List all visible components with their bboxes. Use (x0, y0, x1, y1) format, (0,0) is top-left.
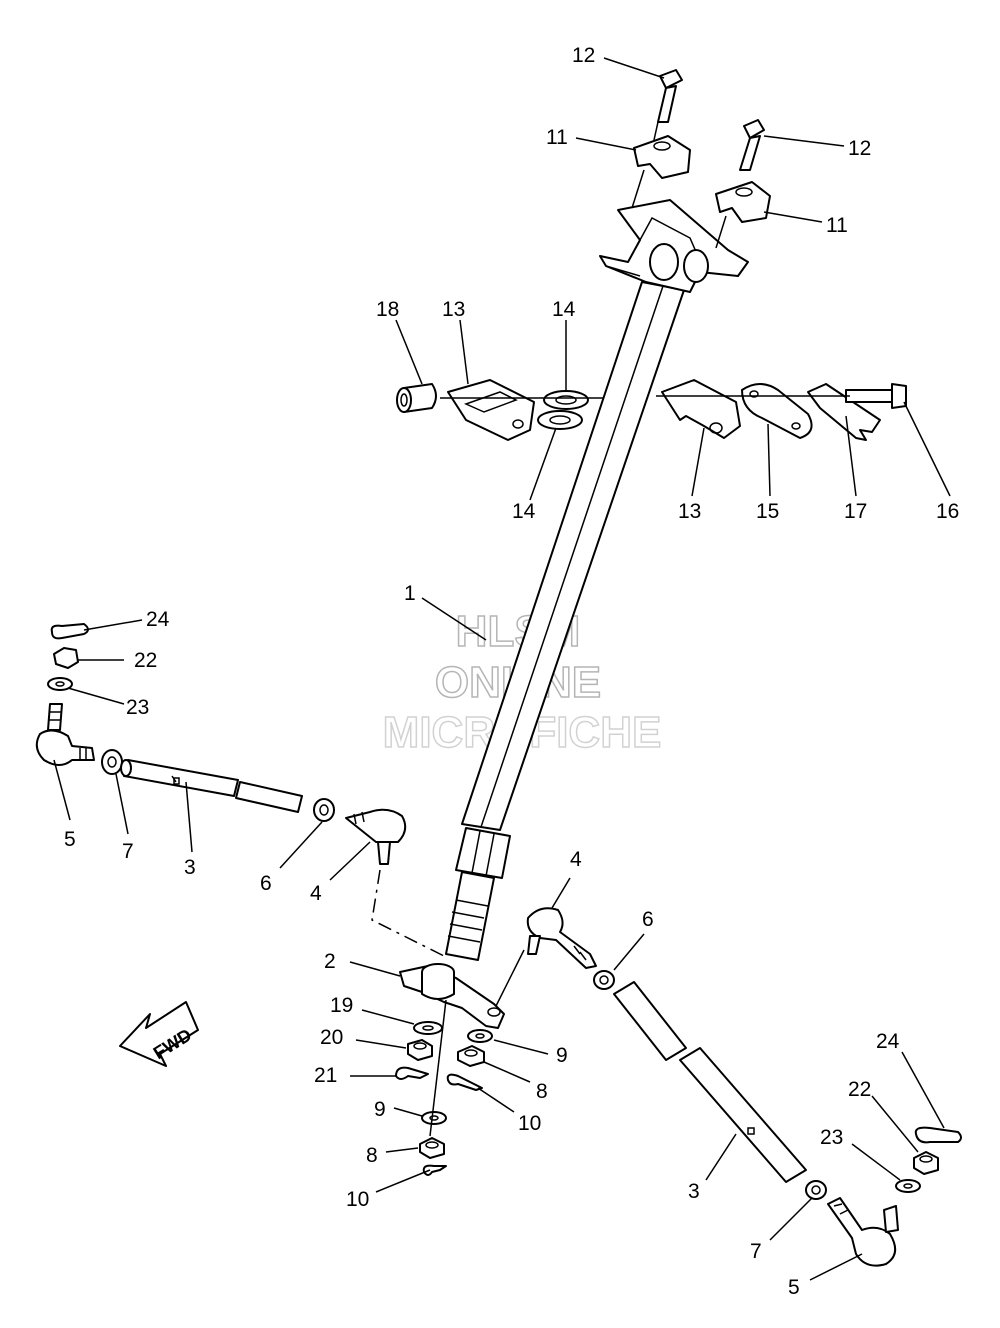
callout-17: 17 (844, 500, 867, 523)
callout-2: 2 (324, 950, 336, 973)
assembly-line-left (371, 869, 449, 959)
cotter-pin-upper-part-10 (446, 1073, 483, 1091)
callout-13: 13 (678, 500, 701, 523)
nut-part-20 (407, 1039, 433, 1061)
axis-line-bolt-left (653, 121, 659, 141)
callout-14: 14 (512, 500, 536, 523)
callout-10: 10 (518, 1112, 541, 1135)
callout-9: 9 (556, 1044, 568, 1067)
callout-7: 7 (750, 1240, 762, 1263)
assembly-line-right (495, 949, 525, 1007)
bolt-right-part-12 (739, 119, 765, 171)
callout-9: 9 (374, 1098, 386, 1121)
tie-rod-end-right-part-5 (827, 1197, 899, 1267)
washer-upper-part-9 (467, 1029, 493, 1043)
callout-numbers: 12 11 12 11 18 13 14 14 13 15 17 16 1 24… (64, 44, 959, 1299)
bolt-part-16 (845, 383, 907, 409)
callout-5: 5 (788, 1276, 800, 1299)
nut-upper-part-8 (457, 1045, 485, 1067)
upper-holder-left-part-11 (633, 135, 691, 179)
callout-6: 6 (260, 872, 272, 895)
callout-3: 3 (688, 1180, 700, 1203)
callout-13: 13 (442, 298, 465, 321)
callout-3: 3 (184, 856, 196, 879)
steering-column-part-1 (445, 199, 749, 961)
callout-8: 8 (536, 1080, 548, 1103)
callout-24: 24 (146, 608, 170, 631)
nut-lower-part-8 (419, 1137, 445, 1159)
washer-left-part-23 (47, 677, 73, 691)
upper-holder-right-part-11 (715, 181, 771, 223)
nut-right-part-22 (913, 1151, 939, 1175)
callout-12: 12 (848, 137, 871, 160)
callout-1: 1 (404, 582, 416, 605)
callout-6: 6 (642, 908, 654, 931)
callout-8: 8 (366, 1144, 378, 1167)
callout-14: 14 (552, 298, 576, 321)
holder-left-part-13 (447, 379, 535, 441)
callout-21: 21 (314, 1064, 337, 1087)
callout-4: 4 (310, 882, 322, 905)
washer-lower-part-9 (421, 1111, 447, 1125)
leader-lines (53, 57, 951, 1281)
callout-12: 12 (572, 44, 595, 67)
tie-rod-right-part-3 (613, 981, 807, 1183)
washer-upper-part-14 (543, 390, 589, 410)
fwd-arrow-icon: FWD (119, 1001, 199, 1067)
tie-rod-end-inner-right-part-4 (526, 907, 597, 969)
locknut-right-part-7 (805, 1180, 827, 1200)
tie-rod-end-inner-left-part-4 (345, 808, 407, 865)
washer-lower-part-14 (537, 410, 583, 430)
cotter-pin-lower-part-10 (422, 1164, 447, 1176)
holder-right-part-13 (661, 379, 741, 439)
cotter-pin-right-part-24 (914, 1126, 962, 1144)
callout-23: 23 (820, 1126, 843, 1149)
washer-part-19 (413, 1021, 443, 1035)
cotter-pin-part-21 (395, 1066, 429, 1080)
collar-part-18 (396, 383, 437, 413)
callout-5: 5 (64, 828, 76, 851)
bolt-left-part-12 (657, 69, 683, 123)
tie-rod-end-left-part-5 (35, 703, 95, 766)
callout-4: 4 (570, 848, 582, 871)
axis-line-holder-right (715, 215, 727, 249)
locknut-right-part-6 (593, 970, 615, 990)
callout-7: 7 (122, 840, 134, 863)
assembly-line-arm (429, 999, 447, 1137)
callout-18: 18 (376, 298, 399, 321)
washer-right-part-23 (895, 1179, 921, 1193)
locknut-left-part-6 (313, 798, 335, 822)
callout-16: 16 (936, 500, 959, 523)
callout-22: 22 (134, 649, 157, 672)
callout-22: 22 (848, 1078, 871, 1101)
tie-rod-left-part-3 (120, 759, 303, 813)
callout-19: 19 (330, 994, 353, 1017)
axis-line-holder-left (631, 169, 645, 209)
callout-10: 10 (346, 1188, 369, 1211)
callout-11: 11 (546, 126, 568, 149)
plate-part-15 (741, 383, 813, 439)
locknut-left-part-7 (101, 749, 123, 775)
cotter-pin-left-part-24 (50, 623, 89, 640)
callout-11: 11 (826, 214, 848, 237)
callout-24: 24 (876, 1030, 900, 1053)
callout-15: 15 (756, 500, 779, 523)
pitman-arm-part-2 (399, 963, 505, 1029)
callout-23: 23 (126, 696, 149, 719)
nut-left-part-22 (53, 647, 79, 669)
callout-20: 20 (320, 1026, 343, 1049)
